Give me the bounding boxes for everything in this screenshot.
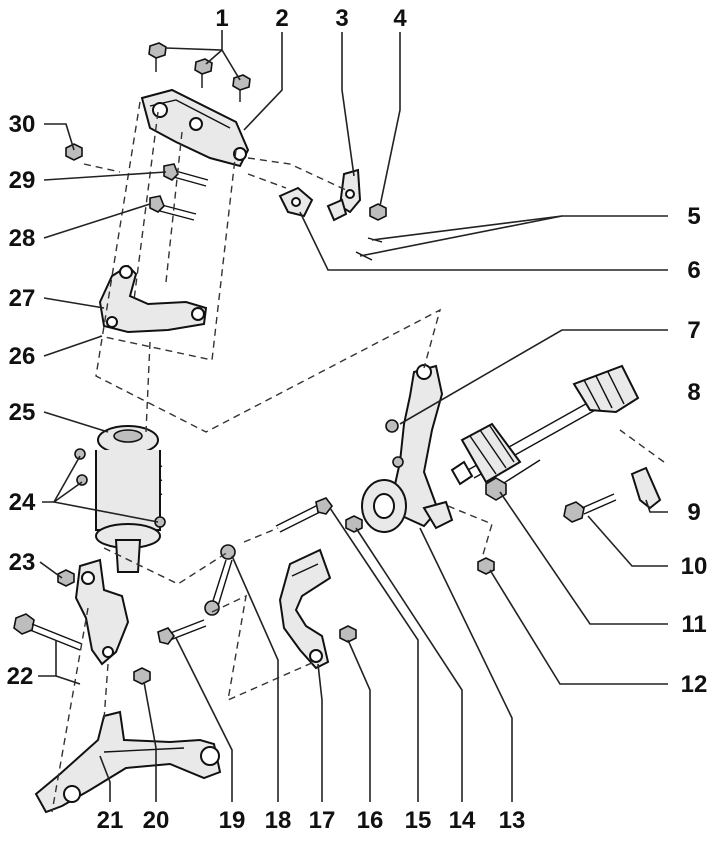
callout-17: 17 xyxy=(309,807,336,834)
callout-23: 23 xyxy=(9,549,36,576)
part-bolt-29 xyxy=(163,163,209,187)
part-stabilizer-bar xyxy=(278,548,332,670)
part-strut-spring xyxy=(95,425,163,573)
part-upper-mount-bracket xyxy=(140,88,250,168)
part-small-bracket xyxy=(630,466,662,510)
callout-13: 13 xyxy=(499,807,526,834)
part-bolt-10 xyxy=(563,493,617,523)
callout-24: 24 xyxy=(9,489,36,516)
callout-labels: 1 2 3 4 5 6 7 8 9 10 11 12 13 14 15 16 1… xyxy=(7,5,708,834)
callout-4: 4 xyxy=(393,5,407,32)
part-nut-30 xyxy=(65,143,83,161)
callout-8: 8 xyxy=(687,379,700,406)
assembly-dashed-lines xyxy=(51,101,665,813)
part-nut-14 xyxy=(345,515,363,533)
part-stabilizer-link xyxy=(157,544,236,645)
callout-22: 22 xyxy=(7,663,34,690)
callout-6: 6 xyxy=(687,257,700,284)
part-lower-control-arm xyxy=(34,710,222,814)
part-upper-control-arm xyxy=(98,264,208,334)
leader-lines xyxy=(38,30,668,802)
part-bolt-28 xyxy=(149,195,197,221)
callout-7: 7 xyxy=(687,317,700,344)
part-strut-lower xyxy=(74,558,130,666)
callout-30: 30 xyxy=(9,111,36,138)
part-nut-16 xyxy=(339,625,357,643)
callout-11: 11 xyxy=(681,611,706,638)
callout-28: 28 xyxy=(9,225,36,252)
callout-29: 29 xyxy=(9,167,36,194)
part-drive-shaft xyxy=(450,364,640,486)
part-nut-23 xyxy=(57,569,75,587)
part-clamp xyxy=(278,186,348,222)
callout-2: 2 xyxy=(275,5,288,32)
part-pins xyxy=(355,237,383,261)
callout-10: 10 xyxy=(681,553,708,580)
callout-19: 19 xyxy=(219,807,246,834)
part-nut-20 xyxy=(133,667,151,685)
callout-1: 1 xyxy=(215,5,228,32)
callout-5: 5 xyxy=(687,203,700,230)
callout-14: 14 xyxy=(449,807,476,834)
part-nut-4 xyxy=(369,203,387,221)
callout-26: 26 xyxy=(9,343,36,370)
callout-21: 21 xyxy=(97,807,124,834)
callout-9: 9 xyxy=(687,499,700,526)
part-bolt-22 xyxy=(13,613,83,651)
part-steering-knuckle xyxy=(361,364,454,533)
callout-12: 12 xyxy=(681,671,708,698)
part-bolt-15 xyxy=(275,497,333,533)
callout-3: 3 xyxy=(335,5,348,32)
callout-27: 27 xyxy=(9,285,36,312)
callout-20: 20 xyxy=(143,807,170,834)
callout-25: 25 xyxy=(9,399,36,426)
callout-15: 15 xyxy=(405,807,432,834)
callout-16: 16 xyxy=(357,807,384,834)
callout-18: 18 xyxy=(265,807,292,834)
part-nuts-24 xyxy=(74,448,166,528)
